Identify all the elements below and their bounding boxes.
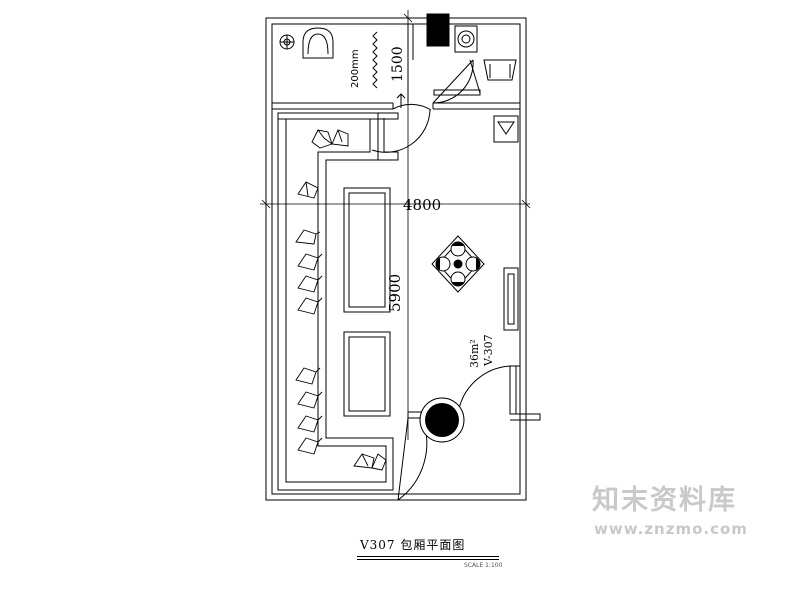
plant-icon <box>297 391 323 409</box>
room-area: 36m² <box>468 339 481 368</box>
mop-sink-icon <box>426 13 450 47</box>
plant-icon <box>371 453 387 471</box>
sink-counter-icon <box>493 115 519 143</box>
plant-icon <box>297 415 323 433</box>
outer-walls <box>265 17 527 501</box>
restroom-door-swing <box>371 59 474 153</box>
dimension-lines <box>260 10 531 440</box>
restroom-partition <box>272 24 520 110</box>
entry-door <box>457 365 541 421</box>
watermark-name: 知末资料库 <box>592 485 737 516</box>
dim-length: 5900 <box>386 274 404 312</box>
plant-icon <box>297 275 323 293</box>
dim-restroom-depth: 1500 <box>390 46 406 82</box>
toilet-icon <box>302 27 334 59</box>
plant-icon <box>297 437 323 455</box>
curtain-zigzag <box>372 31 406 108</box>
scale-note: SCALE 1:100 <box>464 562 503 569</box>
plant-icon <box>331 129 349 147</box>
plant-icon <box>311 129 333 149</box>
dining-table-icon <box>431 235 485 293</box>
coffee-tables <box>343 187 391 417</box>
title-underline <box>357 559 499 560</box>
plan-title: V307 包厢平面图 <box>360 538 466 552</box>
sofa-bench <box>277 112 399 491</box>
plant-icons <box>295 129 387 471</box>
restroom-fixtures <box>279 13 519 143</box>
dim-curtain: 200mm <box>350 49 361 88</box>
watermark: 知末资料库 www.znzmo.com <box>568 468 800 548</box>
plant-icon <box>353 453 375 469</box>
plant-icon <box>295 229 321 245</box>
dim-width: 4800 <box>403 196 441 214</box>
watermark-url: www.znzmo.com <box>594 520 748 538</box>
washbasin-icon <box>454 25 478 53</box>
plant-icon <box>297 181 319 199</box>
plant-icon <box>295 367 321 385</box>
plant-icon <box>297 253 323 271</box>
round-plant-icon <box>419 397 465 443</box>
tv-cabinet <box>503 267 519 331</box>
room-code: V-307 <box>482 334 495 367</box>
urinal-icon <box>483 59 517 81</box>
plant-icon <box>297 297 323 315</box>
title-underline <box>357 556 499 557</box>
